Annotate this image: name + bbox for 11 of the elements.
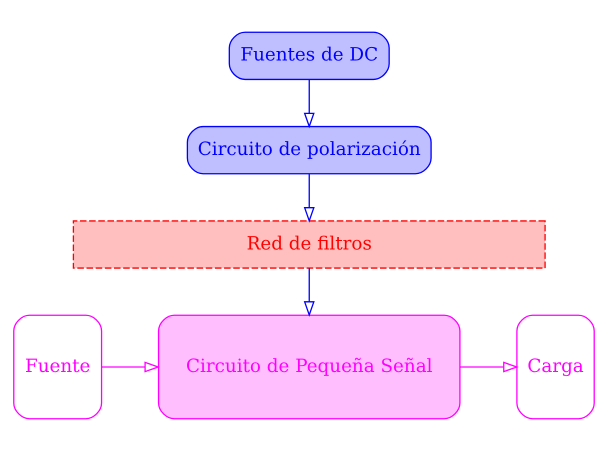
arrow [460,362,519,373]
node-box: Circuito de polarización [186,126,432,174]
node-box: Fuente [13,314,102,420]
arrow [304,174,315,223]
arrow [304,80,315,128]
node-box: Fuentes de DC [228,32,390,80]
node-box: Carga [516,314,595,420]
arrow [304,268,315,317]
node-box: Red de filtros [72,220,546,269]
arrow [102,362,160,373]
node-box: Circuito de Pequeña Señal [158,314,461,420]
